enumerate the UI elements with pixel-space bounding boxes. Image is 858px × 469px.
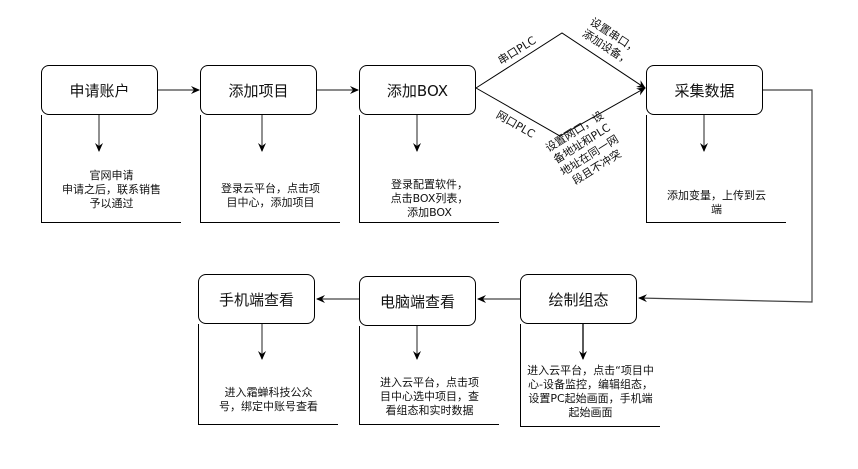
note-text: 添加变量，上传到云端 (667, 189, 766, 216)
node-label: 电脑端查看 (379, 292, 455, 311)
node-add-project[interactable]: 添加项目 (200, 65, 317, 115)
note-add-box: 登录配置软件，点击BOX列表，添加BOX (359, 115, 499, 223)
note-apply-account: 官网申请申请之后，联系销售予以通过 (41, 115, 181, 223)
node-collect-data[interactable]: 采集数据 (646, 65, 763, 115)
note-text: 登录配置软件，点击BOX列表，添加BOX (390, 178, 469, 219)
note-text: 官网申请申请之后，联系销售予以通过 (62, 169, 161, 210)
node-apply-account[interactable]: 申请账户 (41, 65, 158, 115)
note-add-project: 登录云平台，点击项目中心，添加项目 (200, 115, 340, 223)
note-text: 进入云平台，点击项目中心选中项目，查看组态和实时数据 (380, 376, 479, 417)
node-label: 添加项目 (228, 81, 289, 100)
node-label: 绘制组态 (548, 290, 609, 309)
node-label: 申请账户 (69, 81, 130, 100)
edge-ethernet-plc (475, 87, 646, 137)
node-label: 添加BOX (386, 81, 449, 100)
node-draw-config[interactable]: 绘制组态 (520, 274, 637, 324)
note-mobile-view: 进入霜蝉科技公众号，绑定中账号查看 (198, 324, 338, 425)
note-collect-data: 添加变量，上传到云端 (646, 115, 786, 223)
note-text: 进入霜蝉科技公众号，绑定中账号查看 (219, 386, 318, 413)
node-label: 采集数据 (674, 81, 735, 100)
node-pc-view[interactable]: 电脑端查看 (359, 276, 476, 326)
note-text: 进入云平台，点击“项目中心-设备监控，编辑组态，设置PC起始画面，手机端起始画面 (527, 364, 654, 419)
node-add-box[interactable]: 添加BOX (359, 65, 476, 115)
node-label: 手机端查看 (218, 290, 294, 309)
edge-serial-plc (475, 32, 646, 89)
note-pc-view: 进入云平台，点击项目中心选中项目，查看组态和实时数据 (359, 326, 499, 425)
node-mobile-view[interactable]: 手机端查看 (198, 274, 315, 324)
note-text: 登录云平台，点击项目中心，添加项目 (221, 182, 320, 209)
edge-collect-to-draw (638, 89, 813, 303)
note-draw-config: 进入云平台，点击“项目中心-设备监控，编辑组态，设置PC起始画面，手机端起始画面 (520, 324, 660, 427)
